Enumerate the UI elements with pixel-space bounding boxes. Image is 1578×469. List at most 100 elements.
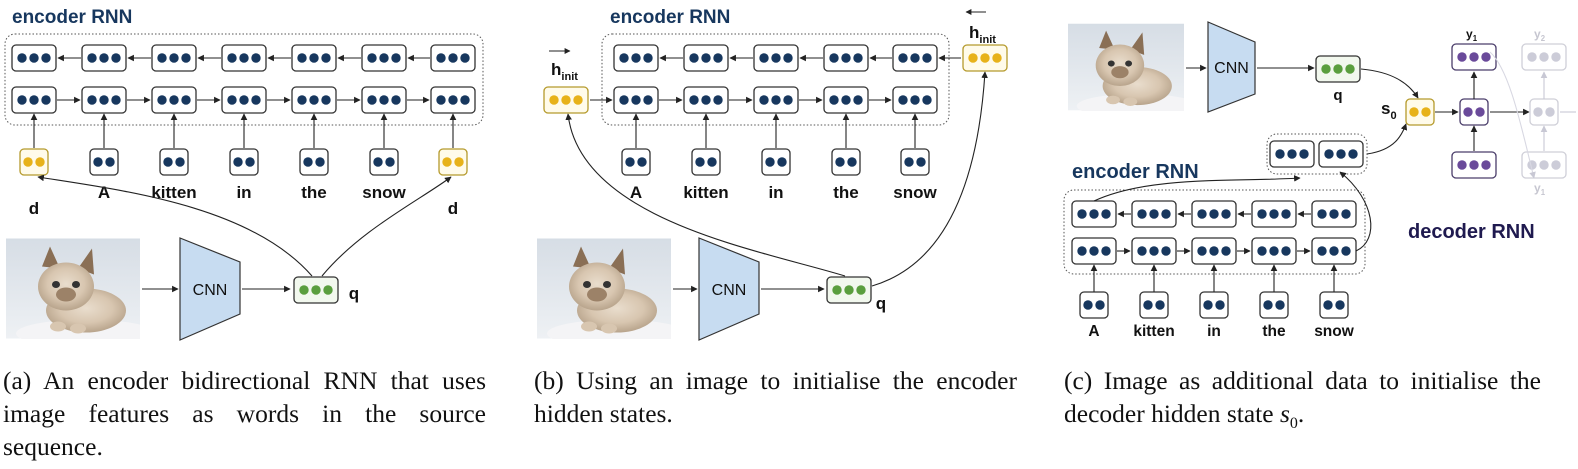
panel-c-forward-state-1 xyxy=(1131,237,1177,265)
panel-c-summary-forward xyxy=(1318,140,1364,168)
panel-c-input-0 xyxy=(1079,291,1109,319)
panel-a-forward-state-0-dot-2 xyxy=(41,95,51,105)
panel-a-forward-state-0-dot-0 xyxy=(17,95,27,105)
panel-c-q-vector-dot-1 xyxy=(1333,64,1343,74)
panel-a-input-5-dot-1 xyxy=(385,157,395,167)
panel-b-input-2 xyxy=(761,148,791,176)
caption-c-math-sub: 0 xyxy=(1289,415,1298,433)
panel-a-backward-state-5-dot-1 xyxy=(379,53,389,63)
panel-b-h-init-backward-dot-0 xyxy=(968,53,978,63)
panel-c-forward-state-0 xyxy=(1071,237,1117,265)
panel-a-q-to-d-left xyxy=(37,174,313,277)
panel-c-q-to-s0 xyxy=(1360,68,1419,99)
panel-c-input-y1-dot-1 xyxy=(1539,160,1549,170)
panel-b-forward-state-1 xyxy=(683,86,729,114)
panel-c-output-y1 xyxy=(1451,43,1497,71)
panel-c-forward-state-2-dot-1 xyxy=(1209,246,1219,256)
panel-c-kitten-photo xyxy=(1068,23,1184,111)
panel-c-backward-state-3-dot-2 xyxy=(1281,209,1291,219)
panel-b-input-0-frame xyxy=(621,148,651,176)
panel-a-forward-state-6-dot-0 xyxy=(436,95,446,105)
panel-b-backward-state-1-dot-2 xyxy=(713,53,723,63)
panel-a-forward-state-5-dot-1 xyxy=(379,95,389,105)
panel-a-forward-state-1-dot-0 xyxy=(87,95,97,105)
panel-c-input-3-dot-1 xyxy=(1275,300,1285,310)
panel-b-h-init-backward-label: hinit xyxy=(969,23,996,46)
panel-a-q-label: q xyxy=(349,284,359,303)
panel-a-input-6 xyxy=(438,148,468,176)
panel-a-input-0 xyxy=(19,148,49,176)
panel-b-cnn-shape xyxy=(698,237,760,341)
panel-c-encoder-title: encoder RNN xyxy=(1072,161,1199,183)
panel-c-forward-state-2 xyxy=(1191,237,1237,265)
panel-c-output-y2-dot-1 xyxy=(1539,52,1549,62)
panel-b-q-vector-dot-1 xyxy=(844,285,854,295)
panel-c-input-y0 xyxy=(1451,151,1497,179)
panel-b-forward-state-0-dot-2 xyxy=(643,95,653,105)
panel-b-forward-state-2 xyxy=(753,86,799,114)
panel-b-input-4-dot-0 xyxy=(904,157,914,167)
panel-c-forward-state-1-dot-2 xyxy=(1161,246,1171,256)
panel-c-decoder-state-2-dot-1 xyxy=(1545,107,1555,117)
panel-c-backward-to-summary xyxy=(1093,175,1301,202)
panel-a-input-3-dot-0 xyxy=(233,157,243,167)
panel-c-backward-state-2-dot-2 xyxy=(1221,209,1231,219)
panel-b-backward-state-4 xyxy=(892,44,938,72)
caption-c-text: (c) Image as additional data to initiali… xyxy=(1064,366,1541,428)
panel-b-h-init-forward-label: hinit xyxy=(551,60,578,83)
panel-c-forward-state-3-dot-0 xyxy=(1257,246,1267,256)
panel-a-kitten-photo xyxy=(6,238,140,339)
panel-c-output-y1-dot-1 xyxy=(1469,52,1479,62)
panel-a-forward-state-4-dot-0 xyxy=(297,95,307,105)
panel-b-forward-state-4 xyxy=(892,86,938,114)
panel-a-q-vector-dot-0 xyxy=(299,285,309,295)
panel-b-backward-state-2-dot-1 xyxy=(771,53,781,63)
panel-b-q-label: q xyxy=(876,294,886,313)
panel-a-q-vector-dot-2 xyxy=(323,285,333,295)
panel-a-input-2-dot-0 xyxy=(163,157,173,167)
panel-a-backward-state-3 xyxy=(221,44,267,72)
panel-c-feedback-curve xyxy=(1489,51,1536,179)
panel-a-input-3 xyxy=(229,148,259,176)
panel-a-backward-state-0-dot-1 xyxy=(29,53,39,63)
panel-a-backward-state-4-dot-2 xyxy=(321,53,331,63)
panel-a-forward-state-4-dot-2 xyxy=(321,95,331,105)
panel-c-summary-forward-dot-2 xyxy=(1348,149,1358,159)
panel-c-input-1 xyxy=(1139,291,1169,319)
panel-c-backward-state-3 xyxy=(1251,200,1297,228)
panel-c-s0-state-dot-1 xyxy=(1421,107,1431,117)
panel-b-input-3-dot-0 xyxy=(835,157,845,167)
panel-a-backward-state-6-dot-2 xyxy=(460,53,470,63)
panel-c-backward-state-1-dot-1 xyxy=(1149,209,1159,219)
panel-a-backward-state-2 xyxy=(151,44,197,72)
panel-c-backward-state-1 xyxy=(1131,200,1177,228)
panel-c-q-vector-dot-2 xyxy=(1345,64,1355,74)
panel-b-backward-state-3-dot-0 xyxy=(829,53,839,63)
panel-a-backward-state-2-dot-2 xyxy=(181,53,191,63)
panel-b-input-4-dot-1 xyxy=(916,157,926,167)
panel-a-input-4-dot-1 xyxy=(315,157,325,167)
panel-c-decoder-state-2 xyxy=(1529,98,1559,126)
panel-b-q-to-h-forward xyxy=(565,113,846,277)
panel-b-title: encoder RNN xyxy=(610,7,730,28)
panel-c-forward-state-4-dot-1 xyxy=(1329,246,1339,256)
panel-b-word-2: in xyxy=(768,183,783,202)
panel-a-forward-state-0-dot-1 xyxy=(29,95,39,105)
panel-b-input-3-dot-1 xyxy=(847,157,857,167)
panel-c-q-label: q xyxy=(1333,87,1342,104)
panel-c-s0-state-dot-0 xyxy=(1409,107,1419,117)
panel-c-output-y2-dot-0 xyxy=(1527,52,1537,62)
panel-b-backward-state-3-dot-2 xyxy=(853,53,863,63)
panel-c-summary-forward-dot-1 xyxy=(1336,149,1346,159)
panel-c-summary-backward xyxy=(1269,140,1315,168)
panel-c-forward-state-0-dot-2 xyxy=(1101,246,1111,256)
panel-a-word-4: snow xyxy=(362,183,406,202)
panel-b-input-2-frame xyxy=(761,148,791,176)
panel-c-summary-to-s0 xyxy=(1366,123,1408,155)
panel-a-forward-state-4-dot-1 xyxy=(309,95,319,105)
panel-b-forward-state-0 xyxy=(613,86,659,114)
caption-c: (c) Image as additional data to initiali… xyxy=(1064,364,1541,440)
panel-a-backward-state-3-dot-0 xyxy=(227,53,237,63)
panel-c-forward-state-3-dot-1 xyxy=(1269,246,1279,256)
panel-c-backward-state-4-dot-1 xyxy=(1329,209,1339,219)
